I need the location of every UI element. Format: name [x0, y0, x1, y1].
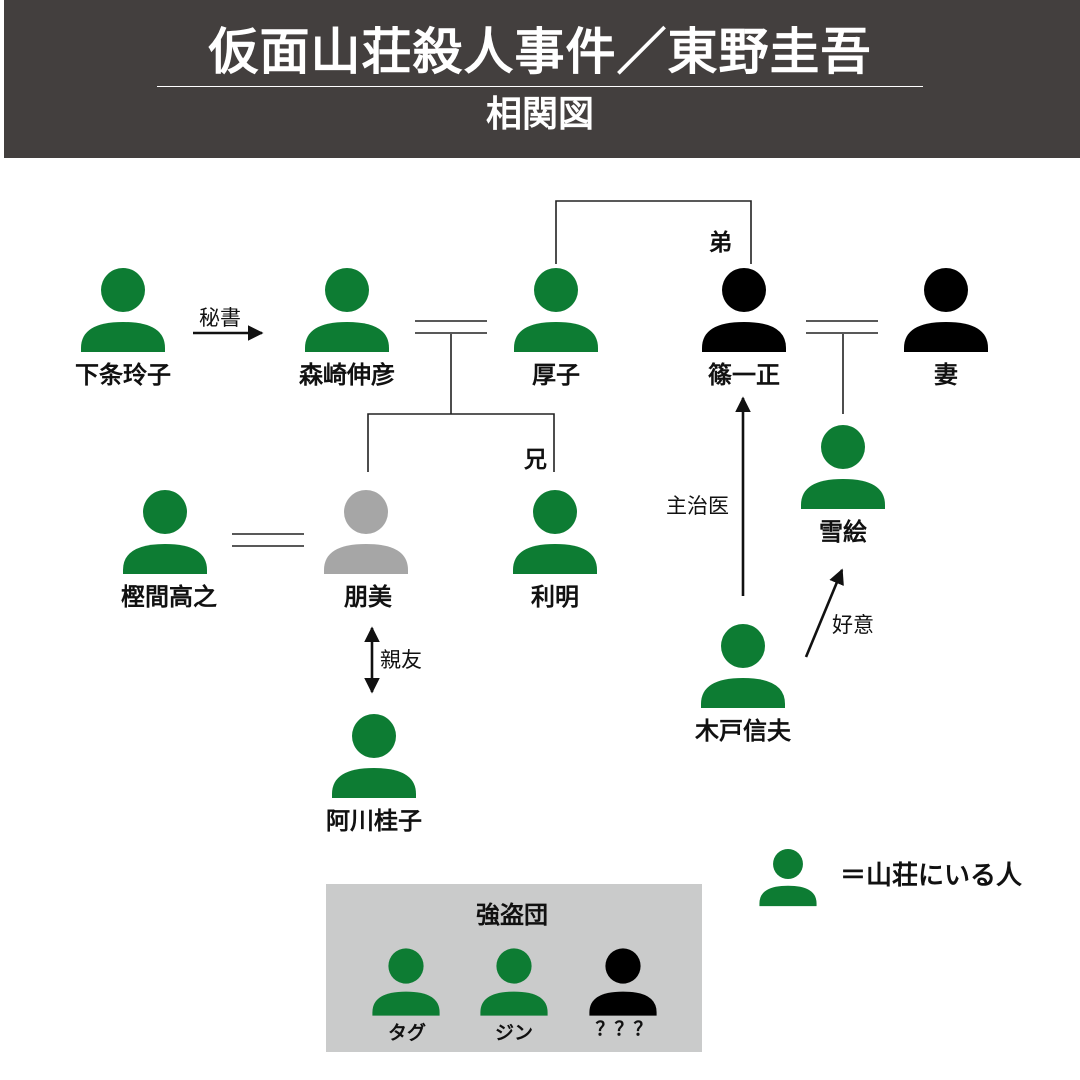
- person-icon-wife: [904, 268, 988, 352]
- name-toshiaki: 利明: [531, 583, 579, 611]
- relationship-arrows: [193, 325, 844, 694]
- name-morisaki: 森崎伸彦: [299, 361, 395, 389]
- page-subtitle: 相関図: [485, 93, 594, 135]
- person-icon-agawa: [332, 714, 416, 798]
- legend-text: ＝山荘にいる人: [840, 861, 1023, 891]
- person-icon-atsuko: [514, 268, 598, 352]
- name-kido: 木戸信夫: [695, 717, 791, 745]
- person-icon-shino: [702, 268, 786, 352]
- children-bar: [367, 413, 555, 472]
- person-icon-yukie: [801, 425, 885, 509]
- gang-member-jin: ジン: [494, 1022, 534, 1044]
- person-icon-gang-jin: [480, 948, 548, 1016]
- relation-label-best-friend: 親友: [380, 648, 422, 672]
- person-icon-toshiaki: [513, 490, 597, 574]
- relation-label-secretary: 秘書: [199, 306, 241, 330]
- relation-label-favor: 好意: [832, 613, 874, 637]
- gang-title: 強盗団: [476, 901, 548, 929]
- name-agawa: 阿川桂子: [326, 807, 422, 835]
- relation-label-physician: 主治医: [666, 494, 729, 518]
- person-icon-kashima: [123, 490, 207, 574]
- gang-member-tagu: タグ: [387, 1022, 427, 1044]
- legend-person-icon: [759, 849, 817, 907]
- sibling-line-atsuko-shino: [555, 200, 752, 264]
- person-icon-gang-tagu: [372, 948, 440, 1016]
- name-kashima: 樫間高之: [121, 583, 217, 611]
- name-yukie: 雪絵: [819, 518, 867, 546]
- relation-label-younger-brother: 弟: [709, 230, 732, 256]
- name-wife: 妻: [934, 361, 958, 389]
- person-icon-shimojo: [81, 268, 165, 352]
- gang-member-unknown: ？？？: [595, 1018, 653, 1040]
- header-bar: [4, 0, 1080, 158]
- name-shimojo: 下条玲子: [75, 361, 171, 389]
- relation-label-older-brother: 兄: [524, 447, 547, 473]
- arrow-favor: [804, 568, 844, 658]
- page-title: 仮面山荘殺人事件／東野圭吾: [208, 22, 872, 81]
- person-icon-gang-unknown: [589, 948, 657, 1016]
- relationship-lines: [232, 200, 878, 547]
- person-icon-morisaki: [305, 268, 389, 352]
- title-divider: [157, 86, 923, 87]
- name-atsuko: 厚子: [532, 361, 580, 389]
- person-icon-tomomi: [324, 490, 408, 574]
- person-icon-kido: [701, 624, 785, 708]
- name-tomomi: 朋美: [344, 583, 392, 611]
- name-shino: 篠一正: [708, 361, 780, 389]
